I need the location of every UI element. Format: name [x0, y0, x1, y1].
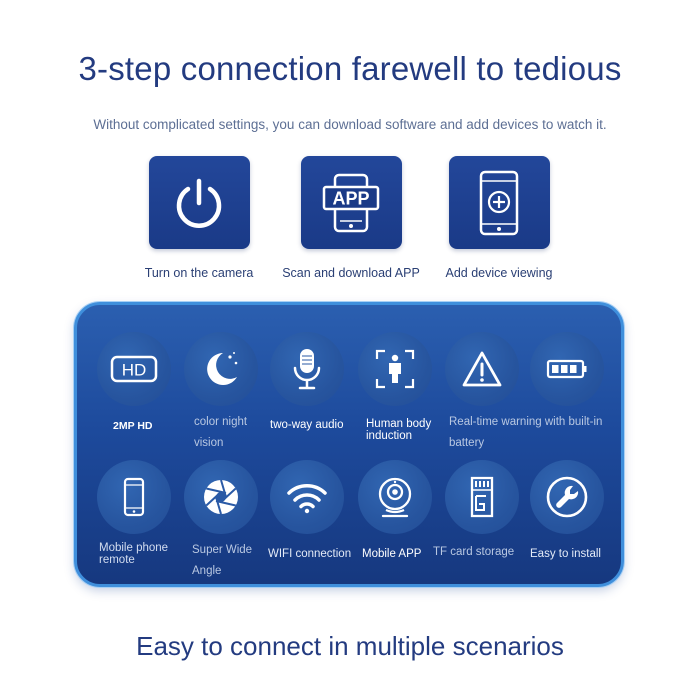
feature-label: Mobile phone remote: [99, 542, 169, 566]
feature-label: Mobile APP: [362, 548, 422, 560]
step-icon-box: APP: [300, 156, 402, 249]
camera-app-icon: [378, 477, 412, 518]
feature-label: two-way audio: [270, 419, 344, 431]
feature-label: Real-time warning with built-in battery: [449, 416, 603, 449]
step-label: Scan and download APP: [282, 266, 420, 280]
sd-card-icon: [470, 476, 494, 518]
feature-icon-circle: [358, 460, 432, 534]
step-add-device-viewing: Add device viewing: [424, 156, 574, 280]
feature-icon-circle: [445, 332, 519, 406]
feature-icon-circle: [184, 460, 258, 534]
step-turn-on-camera: Turn on the camera: [124, 156, 274, 280]
battery-icon: [546, 359, 587, 379]
step-icon-box: [148, 156, 250, 249]
app-phone-icon: APP: [322, 173, 380, 232]
step-scan-download-app: APP Scan and download APP: [276, 156, 426, 280]
feature-icon-circle: [445, 460, 519, 534]
phone-icon: [123, 477, 145, 517]
page-subtitle: Without complicated settings, you can do…: [93, 117, 607, 132]
feature-label: Easy to install: [530, 548, 601, 560]
feature-label: TF card storage: [433, 546, 515, 558]
feature-icon-circle: [270, 332, 344, 406]
aperture-icon: [204, 479, 238, 515]
feature-icon-circle: [270, 460, 344, 534]
feature-icon-circle: [530, 460, 604, 534]
feature-label: Super Wide Angle: [192, 544, 253, 577]
phone-add-icon: [479, 170, 519, 235]
feature-icon-circle: [184, 332, 258, 406]
wifi-icon: [287, 484, 327, 514]
step-icon-box: [448, 156, 550, 249]
step-label: Turn on the camera: [144, 266, 254, 280]
feature-label: 2MP HD: [113, 420, 153, 432]
feature-icon-circle: [97, 460, 171, 534]
app-icon-text: APP: [332, 188, 369, 208]
wrench-icon: [546, 476, 588, 518]
page-title: 3-step connection farewell to tedious: [78, 50, 622, 87]
feature-panel: HD 2MP HD color night vision: [74, 302, 624, 587]
footer-tagline: Easy to connect in multiple scenarios: [136, 631, 564, 661]
hd-icon: HD: [110, 355, 158, 383]
feature-icon-circle: [530, 332, 604, 406]
feature-icon-circle: [358, 332, 432, 406]
hd-icon-text: HD: [122, 361, 147, 380]
feature-label: Human body induction: [366, 418, 432, 442]
power-icon: [176, 178, 222, 228]
warning-icon: [462, 351, 502, 387]
microphone-icon: [293, 349, 321, 390]
feature-icon-circle: HD: [97, 332, 171, 406]
moon-icon: [207, 352, 238, 385]
step-label: Add device viewing: [445, 266, 553, 280]
feature-label: color night vision: [194, 416, 248, 449]
feature-label: WIFI connection: [268, 548, 352, 560]
human-detect-icon: [375, 349, 415, 389]
